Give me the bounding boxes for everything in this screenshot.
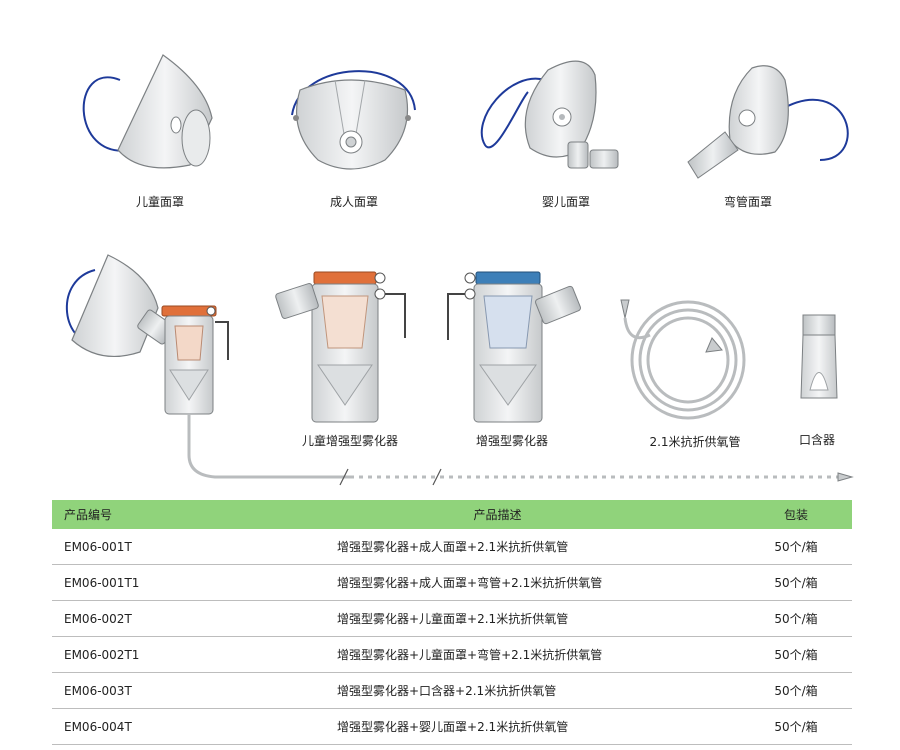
product-packaging: 50个/箱 [740,672,852,709]
nebulizer-caption: 增强型雾化器 [475,434,548,448]
product-description: 增强型雾化器+口含器+2.1米抗折供氧管 [255,672,740,709]
product-code: EM06-004T [52,708,255,745]
nebulizer-image [447,271,582,423]
elbow-mask-caption: 弯管面罩 [723,195,772,209]
product-code: EM06-003T [52,672,255,709]
product-description: 增强型雾化器+成人面罩+弯管+2.1米抗折供氧管 [255,564,740,601]
product-packaging: 50个/箱 [740,529,852,565]
infant-mask-caption: 婴儿面罩 [541,195,590,209]
nebulizer-assembly-image [65,254,854,486]
product-code: EM06-001T [52,529,255,565]
product-description: 增强型雾化器+儿童面罩+2.1米抗折供氧管 [255,600,740,637]
product-packaging: 50个/箱 [740,600,852,637]
adult-mask-image [291,70,416,170]
column-header-description: 产品描述 [255,500,740,529]
product-description: 增强型雾化器+成人面罩+2.1米抗折供氧管 [255,529,740,565]
table-row: EM06-002T 增强型雾化器+儿童面罩+2.1米抗折供氧管 50个/箱 [52,600,852,637]
product-description: 增强型雾化器+儿童面罩+弯管+2.1米抗折供氧管 [255,636,740,673]
product-packaging: 50个/箱 [740,636,852,673]
product-illustrations [65,54,854,486]
child-mask-caption: 儿童面罩 [135,195,184,209]
product-description: 增强型雾化器+婴儿面罩+2.1米抗折供氧管 [255,708,740,745]
column-header-packaging: 包装 [740,500,852,529]
mouthpiece-image [800,314,838,399]
column-header-code: 产品编号 [52,500,255,529]
product-code: EM06-001T1 [52,564,255,601]
child-nebulizer-image [275,271,406,423]
tubing-image [620,299,746,420]
product-spec-table: 产品编号 产品描述 包装 EM06-001T 增强型雾化器+成人面罩+2.1米抗… [52,500,852,745]
tubing-caption: 2.1米抗折供氧管 [649,435,741,449]
infant-mask-image [480,60,619,169]
table-row: EM06-002T1 增强型雾化器+儿童面罩+弯管+2.1米抗折供氧管 50个/… [52,636,852,673]
product-packaging: 50个/箱 [740,564,852,601]
product-code: EM06-002T1 [52,636,255,673]
adult-mask-caption: 成人面罩 [329,195,378,209]
table-row: EM06-001T 增强型雾化器+成人面罩+2.1米抗折供氧管 50个/箱 [52,529,852,565]
child-mask-image [82,54,213,169]
elbow-mask-image [687,65,849,179]
table-header-row: 产品编号 产品描述 包装 [52,500,852,529]
product-packaging: 50个/箱 [740,708,852,745]
table-row: EM06-004T 增强型雾化器+婴儿面罩+2.1米抗折供氧管 50个/箱 [52,708,852,745]
product-code: EM06-002T [52,600,255,637]
mouthpiece-caption: 口含器 [798,433,835,447]
table-row: EM06-003T 增强型雾化器+口含器+2.1米抗折供氧管 50个/箱 [52,672,852,709]
child-nebulizer-caption: 儿童增强型雾化器 [301,434,398,448]
table-row: EM06-001T1 增强型雾化器+成人面罩+弯管+2.1米抗折供氧管 50个/… [52,564,852,601]
